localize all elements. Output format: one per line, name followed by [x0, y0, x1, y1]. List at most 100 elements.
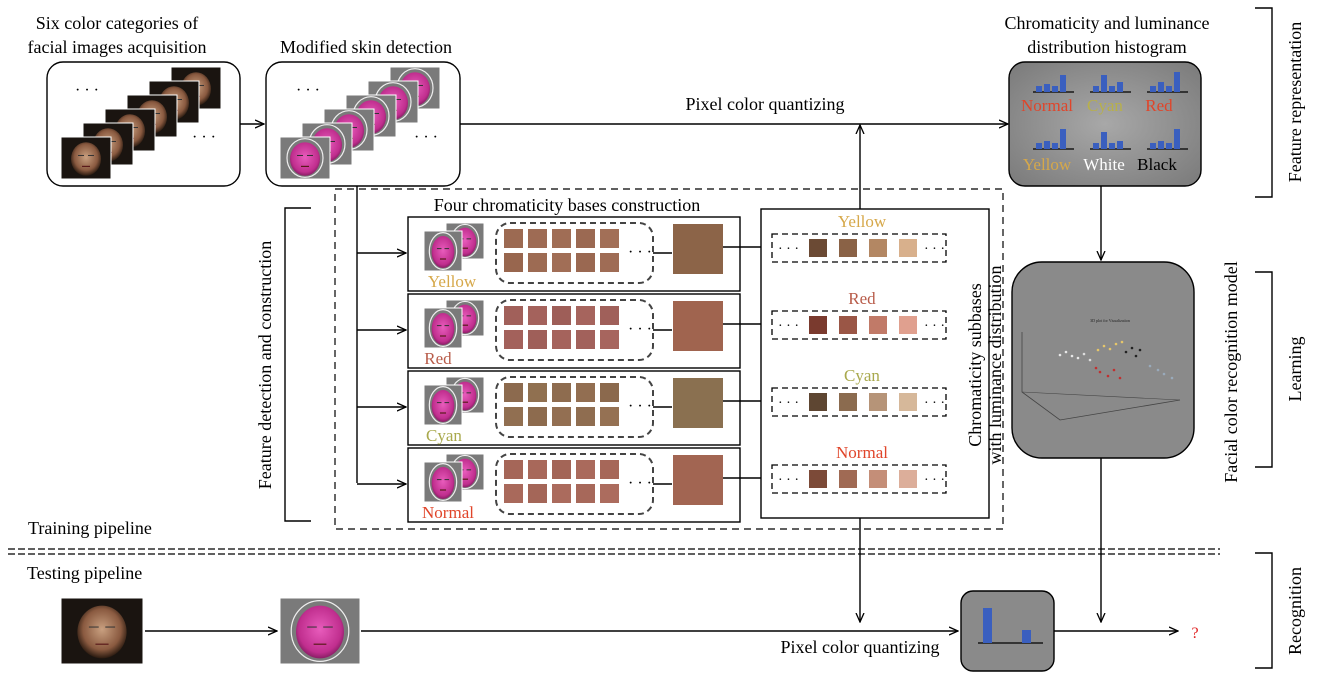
result-question-mark: ?: [1191, 625, 1198, 642]
row-swatch-0-8: [576, 253, 595, 272]
subbase-title-normal: Normal: [836, 443, 888, 462]
scatter-point-0: [1058, 353, 1062, 357]
row-swatch-3-1: [528, 460, 547, 479]
hist-label-black: Black: [1137, 155, 1177, 174]
test-hist-bar-2: [1022, 630, 1031, 643]
row-swatch-3-9: [600, 484, 619, 503]
hist-bar-4-2: [1109, 143, 1115, 149]
row-swatch-0-7: [552, 253, 571, 272]
hist-bar-0-0: [1036, 86, 1042, 92]
row-swatch-1-2: [552, 306, 571, 325]
subbase-swatch-0-3: [899, 239, 917, 257]
scatter-point-15: [1094, 366, 1098, 370]
histogram-caption-line1: Chromaticity and luminance: [1005, 13, 1210, 33]
training-pipeline-label: Training pipeline: [28, 518, 152, 538]
bracket-feature-detection: [284, 207, 311, 522]
row-face-front-3-face: [431, 467, 455, 499]
row-swatch-0-3: [576, 229, 595, 248]
hist-bar-0-3: [1060, 75, 1066, 92]
construction-row-yellow: Yellow · · ·: [357, 216, 770, 292]
row-base-swatch-1: [673, 301, 723, 351]
row-swatch-0-2: [552, 229, 571, 248]
acquisition-ellipsis-top: · · ·: [75, 82, 99, 99]
subbase-swatch-1-0: [809, 316, 827, 334]
feature-detection-label: Feature detection and construction: [255, 241, 275, 489]
scatter-point-7: [1102, 344, 1106, 348]
row-ellipsis-1: · · ·: [628, 321, 652, 338]
row-swatch-3-6: [528, 484, 547, 503]
row-base-swatch-3: [673, 455, 723, 505]
row-swatch-3-8: [576, 484, 595, 503]
construction-row-cyan: Cyan· · ·: [357, 370, 770, 446]
subbase-swatch-3-1: [839, 470, 857, 488]
scatter-point-5: [1088, 358, 1092, 362]
subbase-ellipsis-left-2: · · ·: [778, 396, 799, 411]
hist-bar-2-3: [1174, 72, 1180, 92]
hist-bar-3-3: [1060, 129, 1066, 149]
scatter-point-19: [1138, 348, 1142, 352]
row-swatch-1-9: [600, 330, 619, 349]
row-face-front-1-face: [431, 313, 455, 345]
scatter-point-14: [1118, 376, 1122, 380]
row-swatch-3-2: [552, 460, 571, 479]
skin-ellipsis-bottom: · · ·: [414, 129, 438, 146]
subbase-ellipsis-left-0: · · ·: [778, 242, 799, 257]
bracket-recognition: [1255, 552, 1273, 669]
subbase-title-cyan: Cyan: [844, 366, 880, 385]
acquisition-face-1-face: [71, 142, 101, 176]
scatter-point-12: [1106, 374, 1110, 378]
subbase-ellipsis-right-3: · · ·: [924, 473, 945, 488]
row-face-front-2-outline: [428, 386, 458, 425]
scatter-point-18: [1134, 354, 1138, 358]
hist-label-white: White: [1083, 155, 1125, 174]
hist-label-yellow: Yellow: [1023, 155, 1072, 174]
hist-bar-5-0: [1150, 143, 1156, 149]
hist-label-red: Red: [1145, 96, 1173, 115]
row-face-front-1-outline: [428, 309, 458, 348]
row-swatch-2-4: [600, 383, 619, 402]
subbase-swatch-3-3: [899, 470, 917, 488]
test-histogram-bars: [978, 608, 1043, 644]
row-label-normal: Normal: [422, 503, 474, 522]
row-swatch-3-5: [504, 484, 523, 503]
row-swatch-group-2: [495, 376, 654, 438]
row-swatch-0-6: [528, 253, 547, 272]
row-swatch-3-3: [576, 460, 595, 479]
test-skin-face: [279, 597, 361, 665]
row-ellipsis-0: · · ·: [628, 244, 652, 261]
hist-bar-0-1: [1044, 84, 1050, 92]
hist-bar-4-0: [1093, 143, 1099, 149]
test-face-skin: [279, 597, 361, 665]
bracket-label-learning: Learning: [1285, 337, 1305, 402]
pixel-quantizing-top-label: Pixel color quantizing: [686, 94, 845, 114]
hist-bar-1-2: [1109, 86, 1115, 92]
row-swatch-group-3: [495, 453, 654, 515]
acquisition-caption-line2: facial images acquisition: [28, 37, 207, 57]
row-swatch-1-6: [528, 330, 547, 349]
skin-ellipsis-top: · · ·: [296, 82, 320, 99]
hist-bar-5-1: [1158, 141, 1164, 149]
histogram-caption-line2: distribution histogram: [1027, 37, 1187, 57]
hist-bar-3-2: [1052, 143, 1058, 149]
row-base-swatch-2: [673, 378, 723, 428]
scatter-point-22: [1162, 372, 1166, 376]
row-swatch-group-0: [495, 222, 654, 284]
bracket-label-recognition: Recognition: [1285, 567, 1305, 655]
subbase-ellipsis-right-0: · · ·: [924, 242, 945, 257]
row-swatch-2-6: [528, 407, 547, 426]
row-swatch-1-4: [600, 306, 619, 325]
construction-row-red: Red· · ·: [357, 293, 770, 369]
hist-bar-0-2: [1052, 86, 1058, 92]
histogram-mini-charts: [1033, 72, 1188, 150]
skin-face-1-outline: [286, 138, 324, 178]
row-swatch-1-1: [528, 306, 547, 325]
scatter-point-2: [1070, 354, 1074, 358]
row-label-yellow: Yellow: [428, 272, 477, 291]
scatter-point-16: [1124, 350, 1128, 354]
subbase-swatch-0-0: [809, 239, 827, 257]
hist-bar-1-0: [1093, 86, 1099, 92]
row-swatch-1-8: [576, 330, 595, 349]
construction-row-normal: Normal· · ·: [357, 447, 770, 523]
